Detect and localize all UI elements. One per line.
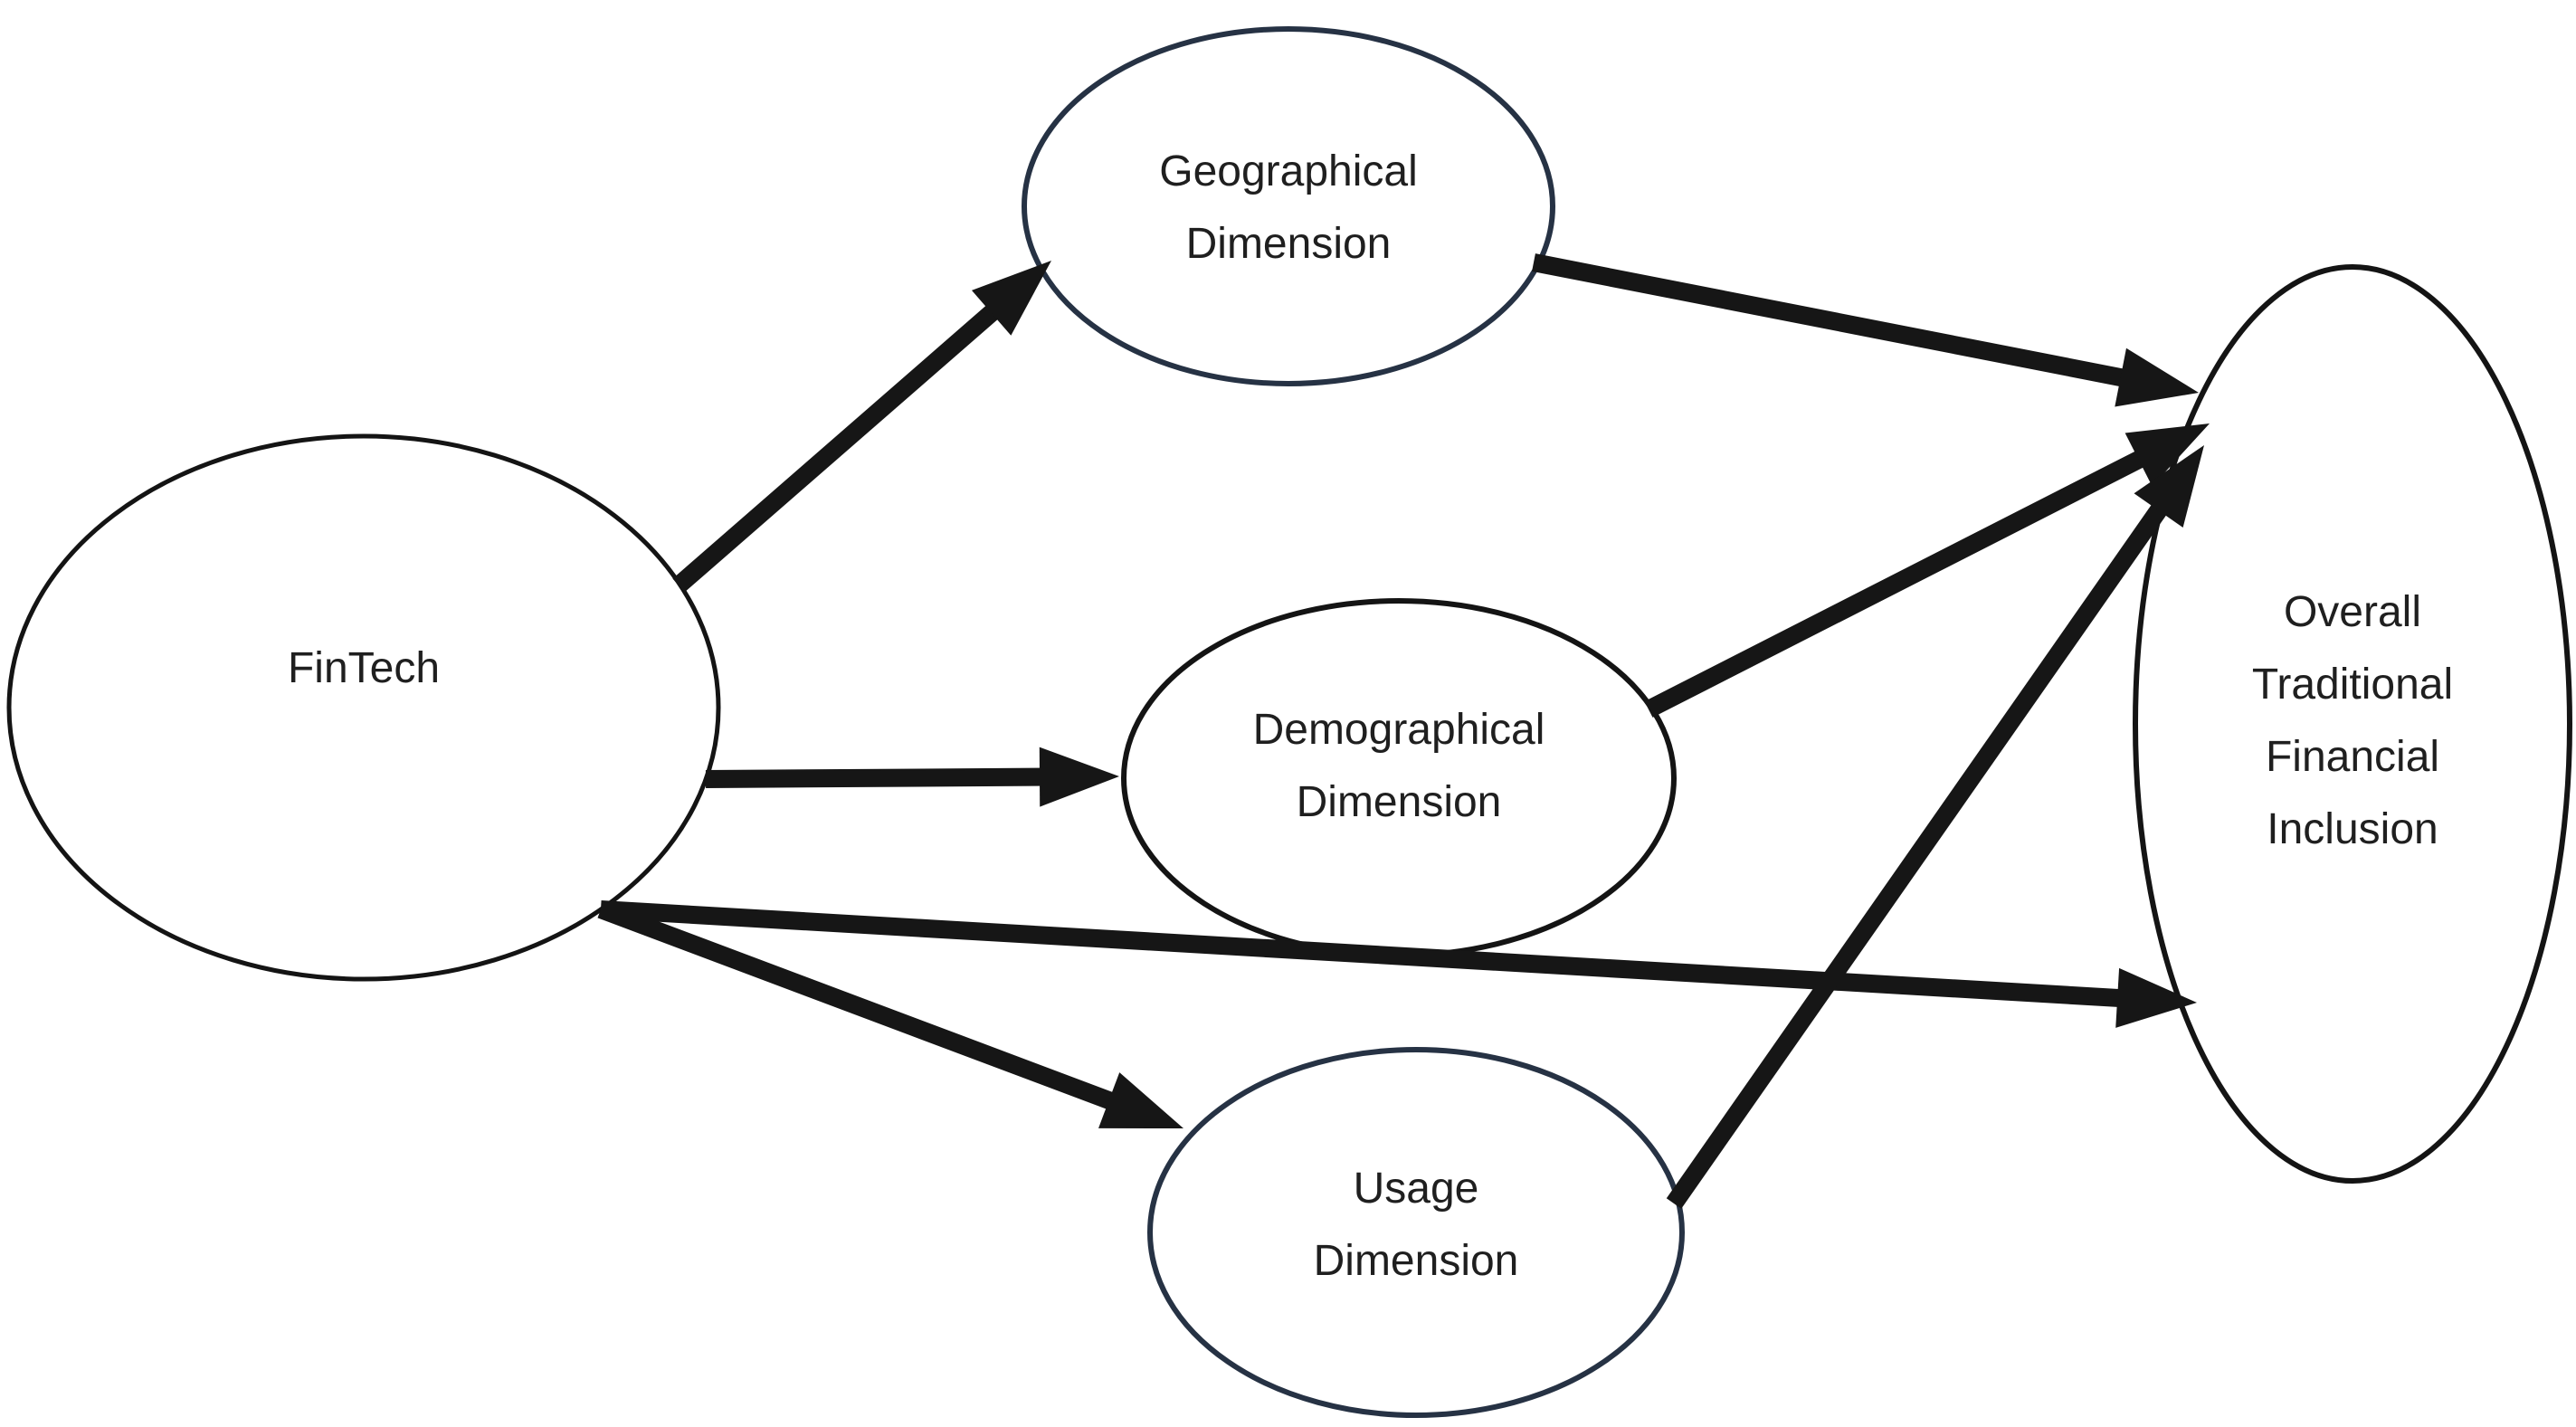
arrow-shaft-fintech-to-geographical-dimension bbox=[672, 285, 1022, 593]
arrowhead-fintech-to-demographical-dimension bbox=[1039, 747, 1119, 807]
arrowhead-geographical-dimension-to-overall-traditional-financial-inclusion bbox=[2115, 347, 2199, 407]
node-ellipse-usage-dimension bbox=[1147, 1047, 1685, 1418]
node-label-line-usage-dimension-1: Dimension bbox=[1314, 1237, 1519, 1285]
node-label-line-demographical-dimension-1: Dimension bbox=[1297, 778, 1502, 826]
arrow-shaft-fintech-to-usage-dimension bbox=[597, 900, 1143, 1120]
node-ellipse-fintech bbox=[6, 433, 721, 982]
node-label-line-fintech-0: FinTech bbox=[288, 644, 440, 692]
arrow-fintech-to-overall-traditional-financial-inclusion bbox=[600, 900, 2197, 1028]
arrowhead-fintech-to-usage-dimension bbox=[1098, 1072, 1183, 1128]
arrow-shaft-geographical-dimension-to-overall-traditional-financial-inclusion bbox=[1532, 253, 2154, 393]
node-label-line-geographical-dimension-0: Geographical bbox=[1159, 147, 1418, 195]
arrowhead-fintech-to-overall-traditional-financial-inclusion bbox=[2115, 967, 2197, 1028]
arrow-fintech-to-geographical-dimension bbox=[672, 261, 1051, 593]
node-label-line-usage-dimension-0: Usage bbox=[1354, 1165, 1479, 1213]
arrow-fintech-to-usage-dimension bbox=[597, 900, 1183, 1128]
node-ellipse-overall-traditional-financial-inclusion bbox=[2133, 264, 2572, 1184]
arrow-shaft-fintech-to-overall-traditional-financial-inclusion bbox=[600, 900, 2150, 1009]
node-label-line-overall-traditional-financial-inclusion-0: Overall bbox=[2284, 588, 2421, 636]
arrow-demographical-dimension-to-overall-traditional-financial-inclusion bbox=[1644, 423, 2210, 718]
node-label-line-overall-traditional-financial-inclusion-1: Traditional bbox=[2252, 661, 2453, 709]
arrow-shaft-fintech-to-demographical-dimension bbox=[705, 767, 1072, 788]
arrows-layer bbox=[597, 253, 2210, 1209]
arrowhead-fintech-to-geographical-dimension bbox=[971, 261, 1051, 336]
arrow-shaft-demographical-dimension-to-overall-traditional-financial-inclusion bbox=[1644, 437, 2172, 718]
arrowhead-demographical-dimension-to-overall-traditional-financial-inclusion bbox=[2124, 423, 2210, 487]
node-shapes-layer bbox=[6, 26, 2572, 1418]
node-label-line-overall-traditional-financial-inclusion-3: Inclusion bbox=[2267, 805, 2438, 853]
arrow-shaft-usage-dimension-to-overall-traditional-financial-inclusion bbox=[1666, 479, 2184, 1209]
node-label-line-demographical-dimension-0: Demographical bbox=[1253, 706, 1545, 754]
node-label-line-geographical-dimension-1: Dimension bbox=[1186, 220, 1392, 268]
node-label-fintech: FinTech bbox=[288, 644, 440, 692]
arrowhead-usage-dimension-to-overall-traditional-financial-inclusion bbox=[2134, 445, 2204, 528]
arrow-geographical-dimension-to-overall-traditional-financial-inclusion bbox=[1532, 253, 2199, 407]
node-label-line-overall-traditional-financial-inclusion-2: Financial bbox=[2266, 733, 2439, 781]
arrow-fintech-to-demographical-dimension bbox=[705, 747, 1119, 807]
arrow-usage-dimension-to-overall-traditional-financial-inclusion bbox=[1666, 445, 2204, 1209]
node-ellipse-geographical-dimension bbox=[1022, 26, 1555, 386]
